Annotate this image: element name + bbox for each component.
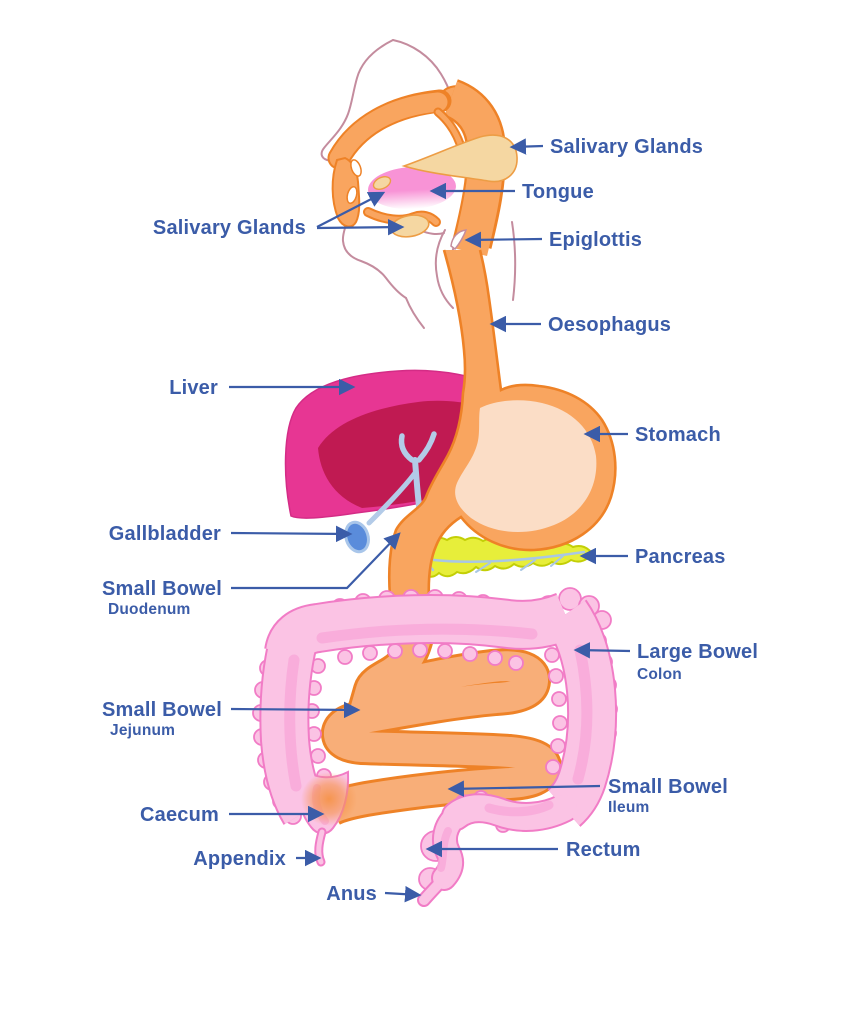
ileum-arrow (447, 780, 601, 797)
oesophagus-text: Oesophagus (548, 314, 671, 336)
tongue-text: Tongue (522, 181, 594, 203)
label-liver: Liver (169, 377, 356, 399)
palate (327, 89, 467, 170)
stomach-shape (387, 249, 617, 632)
large-bowel-shape (252, 587, 618, 907)
epiglottis-arrow (464, 231, 543, 249)
jejunum-text: Small Bowel (102, 699, 222, 721)
ileum-subtext: Ileum (608, 799, 649, 816)
ileum-text: Small Bowel (608, 776, 728, 798)
gallbladder-text: Gallbladder (109, 523, 221, 545)
label-rectum: Rectum (425, 839, 641, 861)
appendix-shape (314, 827, 327, 867)
epiglottis-text: Epiglottis (549, 229, 642, 251)
label-oesophagus: Oesophagus (489, 314, 671, 336)
label-epiglottis: Epiglottis (464, 229, 642, 251)
label-caecum: Caecum (140, 804, 325, 826)
jejunum-arrow (230, 701, 361, 719)
caecum-text: Caecum (140, 804, 219, 826)
label-anus: Anus (326, 883, 422, 905)
duodenum-subtext: Duodenum (108, 601, 191, 618)
duodenum-arrow (231, 532, 401, 590)
appendix-text: Appendix (193, 848, 286, 870)
rectum-text: Rectum (566, 839, 641, 861)
label-small-bowel-ileum: Small Bowel Ileum (447, 776, 728, 816)
salivary-glands-right-arrow (509, 138, 544, 155)
jejunum-subtext: Jejunum (110, 722, 175, 739)
pancreas-text: Pancreas (635, 546, 726, 568)
duodenum-text: Small Bowel (102, 578, 222, 600)
liver-text: Liver (169, 377, 218, 399)
label-salivary-glands-right: Salivary Glands (509, 136, 703, 158)
anus-arrow (384, 885, 422, 903)
salivary-glands-left-text: Salivary Glands (153, 217, 306, 239)
epiglottis-flap (450, 229, 468, 251)
label-tongue: Tongue (429, 181, 594, 203)
label-pancreas: Pancreas (579, 546, 726, 568)
small-bowel-coil (320, 607, 562, 826)
sublingual-gland-shape (372, 176, 392, 190)
label-small-bowel-duodenum: Small Bowel Duodenum (102, 532, 401, 618)
large-bowel-arrow (573, 642, 631, 659)
salivary-glands-left-arrow-1 (316, 191, 386, 228)
parotid-gland-shape (401, 134, 518, 183)
teeth (346, 159, 362, 205)
label-salivary-glands-left: Salivary Glands (153, 191, 405, 239)
gallbladder-arrow (230, 525, 353, 543)
salivary-glands-left-arrow-2 (316, 218, 405, 236)
salivary-glands-right-text: Salivary Glands (550, 136, 703, 158)
caecum-blush (301, 772, 357, 826)
label-gallbladder: Gallbladder (109, 523, 353, 545)
label-appendix: Appendix (193, 848, 322, 870)
labels: Salivary Glands Tongue Salivary Glands E… (102, 136, 758, 905)
label-stomach: Stomach (583, 424, 721, 446)
stomach-text: Stomach (635, 424, 721, 446)
label-large-bowel-colon: Large Bowel Colon (573, 641, 758, 683)
large-bowel-subtext: Colon (637, 666, 682, 683)
label-small-bowel-jejunum: Small Bowel Jejunum (102, 699, 361, 739)
large-bowel-text: Large Bowel (637, 641, 758, 663)
anus-text: Anus (326, 883, 377, 905)
